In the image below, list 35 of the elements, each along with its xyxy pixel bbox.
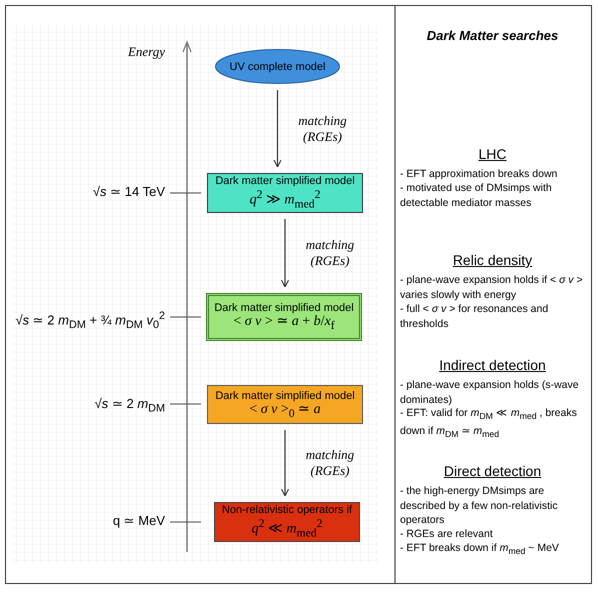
node-title: Non-relativistic operators if [222,503,352,518]
edge-label: matching (RGEs) [297,112,348,144]
note-text: - plane-wave expansion holds (s-wave dominates) [400,378,580,407]
model-box [207,385,363,424]
note-text: - EFT approximation breaks down [400,167,558,182]
section-heading: LHC [477,146,508,163]
node-title: Dark matter simplified model [215,174,355,188]
note-text: - full < σ v > for resonances and thresholds [400,302,550,331]
edge-label: matching (RGEs) [304,447,356,479]
formula: < σ v >$_{0}$ ≃ a [249,402,321,420]
edge-label: matching (RGEs) [304,237,356,269]
node-title: Dark matter simplified model [215,388,355,403]
arrow [273,90,282,168]
note-text: - RGEs are relevant [400,527,494,542]
section-heading: Relic density [452,252,534,269]
note-text: - EFT: valid for m$_{DM}$ ≪ m$_{med}$ , breaks down if m$_{DM}$ ≃ m$_{med}$ [400,406,578,441]
node-title: Dark matter simplified model [214,301,354,315]
formula: < σ v > ≃ a + b/x$_{f}$ [233,315,335,333]
note-text: - motivated use of DMsimps with detectable mediator masses [400,181,553,210]
arrow [280,219,290,288]
model-box [206,293,362,341]
energy-scale-label: √s ≃ 14 TeV [92,183,165,201]
model-box [207,173,363,213]
note-text: - EFT breaks down if m$_{med}$ ~ MeV [400,541,560,558]
section-heading: Direct detection [442,463,542,480]
model-ellipse [215,49,340,84]
panel-title: Dark Matter searches [426,29,560,43]
energy-scale-label: √s ≃ 2 m$_{DM}$ [94,394,165,416]
energy-scale-label: q ≃ MeV [112,512,165,530]
note-text: - the high-energy DMsimps are described by a few non-relativistic operators [400,484,559,528]
model-box [214,502,360,542]
arrow [280,430,290,497]
axis-label: Energy [126,45,165,59]
node-title: UV complete model [230,60,326,74]
section-heading: Indirect detection [438,357,547,374]
